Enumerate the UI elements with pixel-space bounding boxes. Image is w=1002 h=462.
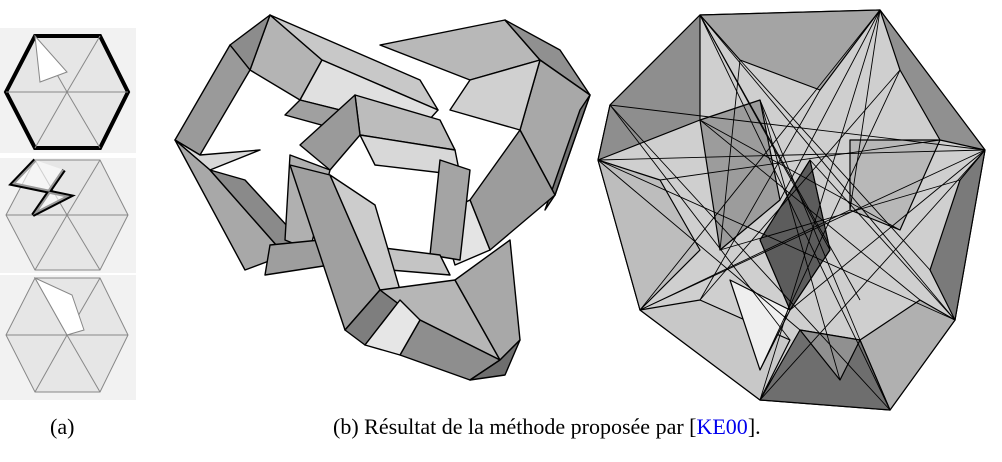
- caption-b-suffix: ].: [748, 414, 761, 439]
- panel-a-hexagons: [0, 28, 136, 400]
- caption-b: (b) Résultat de la méthode proposée par …: [333, 414, 761, 440]
- hexagon-1: [0, 28, 136, 153]
- polyhedron-knot: [175, 15, 590, 380]
- caption-b-text: (b) Résultat de la méthode proposée par …: [333, 414, 696, 439]
- caption-a: (a): [50, 414, 74, 440]
- hexagon-2: [0, 158, 136, 273]
- hexagon-3: [0, 275, 136, 400]
- triangulated-hull: [598, 10, 985, 410]
- citation-link[interactable]: KE00: [696, 414, 747, 439]
